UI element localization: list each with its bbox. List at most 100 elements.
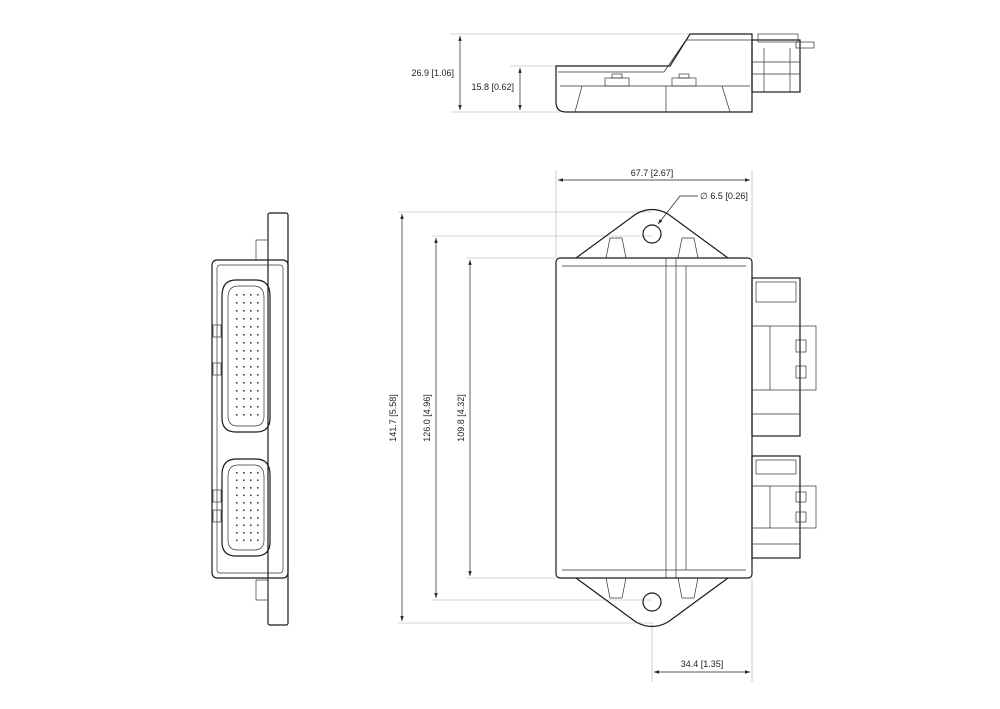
connector-pin [236, 524, 238, 527]
connector-pin [236, 374, 238, 376]
top-connector-lower [751, 455, 817, 559]
connector-pin [250, 517, 252, 519]
connector-pin [243, 310, 245, 312]
connector-pin [257, 334, 259, 336]
dim-length-overall-label: 141.7 [5.58] [388, 394, 398, 442]
connector-pin [243, 382, 245, 384]
connector-pin [257, 502, 259, 504]
top-mount-hole [642, 224, 662, 244]
connector-pin [257, 302, 259, 304]
connector-pin [257, 472, 259, 474]
connector-pin [236, 539, 238, 542]
connector-pin [250, 494, 252, 497]
connector-pin [243, 517, 245, 519]
connector-pin [243, 390, 245, 392]
connector-pin [236, 414, 238, 416]
connector-pin [243, 326, 245, 328]
connector-pin [250, 479, 252, 482]
connector-pin [243, 414, 245, 416]
connector-pin [236, 302, 238, 304]
end-housing [211, 259, 289, 579]
connector-pin [243, 487, 245, 489]
connector-pin [236, 509, 238, 512]
side-view [450, 33, 815, 113]
connector-pin [257, 414, 259, 416]
connector-pin [250, 358, 252, 360]
connector-pin [243, 374, 245, 376]
side-body-outline [555, 33, 753, 113]
connector-pin [236, 294, 238, 296]
dim-length-holes-label: 126.0 [4.96] [422, 394, 432, 442]
connector-pin [243, 350, 245, 352]
connector-pin [236, 398, 238, 400]
connector-pin [257, 358, 259, 360]
top-mount-flange [575, 208, 729, 259]
connector-pin [243, 479, 245, 482]
connector-pin [257, 374, 259, 376]
connector-pin [250, 366, 252, 368]
connector-pin [236, 494, 238, 497]
connector-pin [250, 382, 252, 384]
connector-pin [236, 472, 238, 474]
connector-pin [257, 494, 259, 497]
connector-pin [257, 326, 259, 328]
connector-pin [257, 524, 259, 527]
bottom-mount-hole [642, 592, 662, 612]
connector-pin [243, 472, 245, 474]
connector-pin [250, 374, 252, 376]
connector-pin [257, 509, 259, 512]
connector-pin [250, 342, 252, 344]
connector-pin [250, 302, 252, 304]
bottom-mount-flange [575, 577, 729, 628]
end-connector-upper [221, 279, 271, 433]
top-view [398, 170, 817, 682]
connector-pin [236, 390, 238, 392]
connector-pin [250, 350, 252, 352]
connector-pin [236, 479, 238, 482]
connector-pin [257, 366, 259, 368]
end-view [211, 212, 289, 626]
connector-pin [236, 310, 238, 312]
top-connector-upper [751, 277, 817, 437]
end-back-plate [267, 212, 289, 626]
connector-pin [257, 539, 259, 542]
connector-pin [236, 350, 238, 352]
connector-pin [243, 502, 245, 504]
connector-pin [243, 494, 245, 497]
connector-pin [250, 414, 252, 416]
connector-pin [236, 318, 238, 320]
connector-pin [257, 342, 259, 344]
connector-pin [243, 539, 245, 542]
top-main-body [555, 257, 753, 579]
connector-pin [257, 487, 259, 489]
connector-pin [250, 502, 252, 504]
connector-pin [250, 472, 252, 474]
connector-pin [243, 334, 245, 336]
connector-pin [257, 310, 259, 312]
side-connector [751, 39, 801, 93]
connector-pin [257, 398, 259, 400]
connector-pin [257, 382, 259, 384]
end-connector-lower [221, 458, 271, 557]
connector-pin [257, 532, 259, 534]
connector-pin [250, 524, 252, 527]
dim-half-width-label: 34.4 [1.35] [681, 659, 724, 669]
connector-pin [250, 310, 252, 312]
connector-pin [236, 487, 238, 489]
connector-pin [250, 390, 252, 392]
connector-pin [257, 517, 259, 519]
connector-pin [250, 326, 252, 328]
upper-connector-pins [236, 294, 259, 416]
connector-pin [250, 539, 252, 542]
connector-pin [236, 334, 238, 336]
dim-width-label: 67.7 [2.67] [631, 168, 674, 178]
connector-pin [243, 302, 245, 304]
connector-pin [257, 294, 259, 296]
connector-pin [250, 406, 252, 408]
connector-pin [243, 294, 245, 296]
lower-connector-pins [236, 472, 259, 542]
connector-pin [243, 524, 245, 527]
connector-pin [236, 358, 238, 360]
connector-pin [243, 398, 245, 400]
connector-pin [236, 382, 238, 384]
